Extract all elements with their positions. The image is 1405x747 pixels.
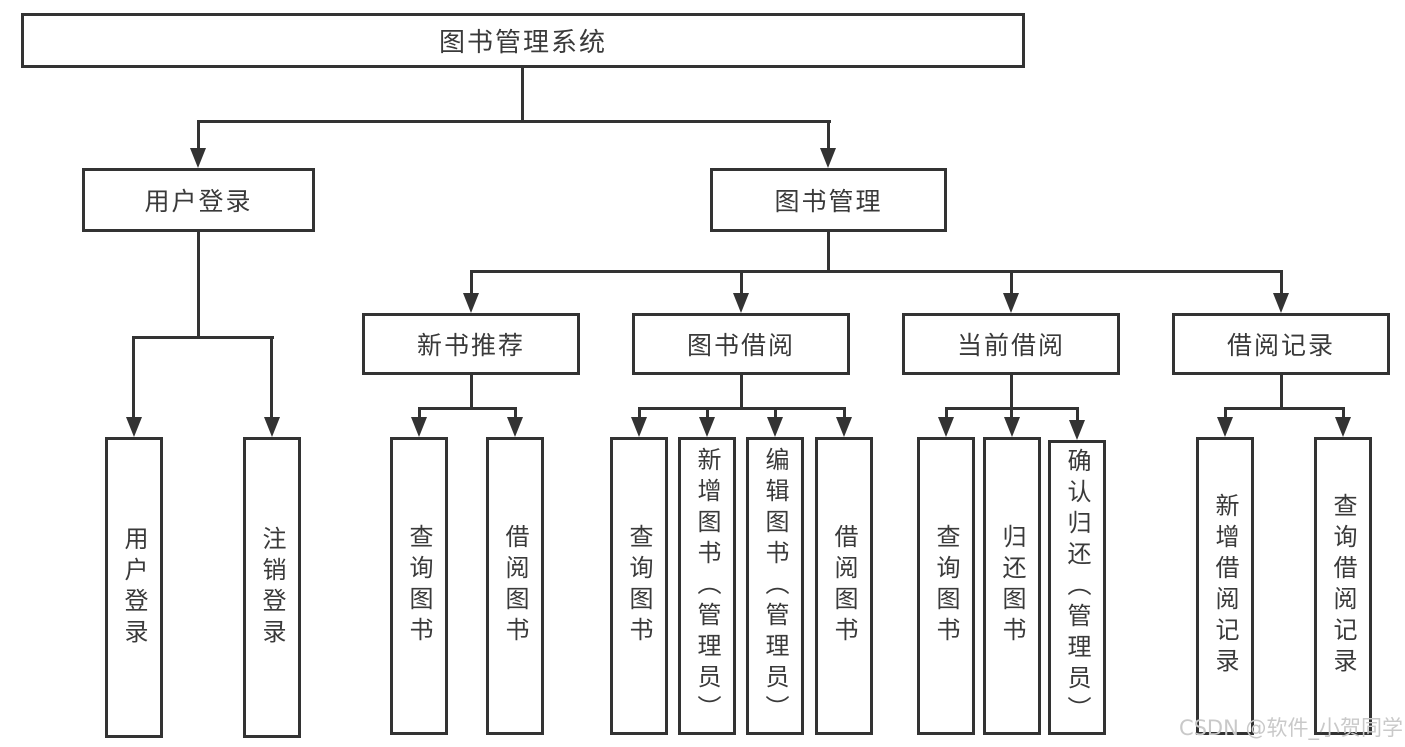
arrow-down-icon <box>1003 293 1019 313</box>
node-root-label: 图书管理系统 <box>438 28 607 58</box>
connector-line <box>1224 407 1344 410</box>
arrow-down-icon <box>1004 417 1020 437</box>
node-root: 图书管理系统 <box>21 13 1025 68</box>
leaf-cb-return-book-label: 归还图书 <box>998 524 1026 648</box>
node-borrow-record: 借阅记录 <box>1172 313 1390 375</box>
leaf-nb-query-book: 查询图书 <box>390 437 448 735</box>
connector-line <box>827 232 830 270</box>
connector-line <box>470 375 473 407</box>
connector-line <box>514 407 517 419</box>
node-borrow-record-label: 借阅记录 <box>1226 331 1335 360</box>
arrow-down-icon <box>1217 417 1233 437</box>
connector-line <box>470 270 473 295</box>
arrow-down-icon <box>631 417 647 437</box>
connector-line <box>132 336 135 419</box>
arrow-down-icon <box>938 417 954 437</box>
connector-line <box>1342 407 1345 419</box>
leaf-bb-borrow-book-label: 借阅图书 <box>830 524 858 648</box>
leaf-br-query-record: 查询借阅记录 <box>1314 437 1372 735</box>
leaf-bb-add-book-admin: 新增图书（管理员） <box>678 437 736 735</box>
leaf-nb-borrow-book-label: 借阅图书 <box>501 524 529 648</box>
arrow-down-icon <box>836 417 852 437</box>
leaf-cb-query-book: 查询图书 <box>917 437 975 735</box>
connector-line <box>270 336 273 419</box>
leaf-bb-add-book-admin-label: 新增图书（管理员） <box>693 446 721 726</box>
node-new-book-recommend: 新书推荐 <box>362 313 580 375</box>
leaf-bb-query-book: 查询图书 <box>610 437 668 735</box>
connector-line <box>1076 407 1079 422</box>
node-book-borrow: 图书借阅 <box>632 313 850 375</box>
arrow-down-icon <box>699 417 715 437</box>
leaf-user-login-label: 用户登录 <box>120 525 148 650</box>
leaf-bb-edit-book-admin: 编辑图书（管理员） <box>746 437 804 735</box>
connector-line <box>133 336 274 339</box>
node-book-management: 图书管理 <box>710 168 947 232</box>
arrow-down-icon <box>733 293 749 313</box>
connector-line <box>197 120 200 150</box>
node-book-management-label: 图书管理 <box>774 187 883 216</box>
arrow-down-icon <box>507 417 523 437</box>
arrow-down-icon <box>1069 420 1085 440</box>
connector-line <box>1280 270 1283 295</box>
watermark: CSDN @软件_小贺同学 <box>1178 716 1403 740</box>
arrow-down-icon <box>190 148 206 168</box>
arrow-down-icon <box>264 417 280 437</box>
connector-line <box>827 120 830 150</box>
node-user-login-label: 用户登录 <box>144 187 253 216</box>
node-current-borrow-label: 当前借阅 <box>956 331 1065 360</box>
leaf-cb-return-book: 归还图书 <box>983 437 1041 735</box>
arrow-down-icon <box>1273 293 1289 313</box>
leaf-cb-confirm-return-admin: 确认归还（管理员） <box>1048 440 1106 735</box>
leaf-bb-borrow-book: 借阅图书 <box>815 437 873 735</box>
connector-line <box>740 375 743 407</box>
arrow-down-icon <box>411 417 427 437</box>
connector-line <box>1010 375 1013 407</box>
node-current-borrow: 当前借阅 <box>902 313 1120 375</box>
leaf-cb-query-book-label: 查询图书 <box>932 524 960 648</box>
arrow-down-icon <box>767 417 783 437</box>
connector-line <box>638 407 846 410</box>
arrow-down-icon <box>1335 417 1351 437</box>
leaf-logout: 注销登录 <box>243 437 301 738</box>
leaf-nb-query-book-label: 查询图书 <box>405 524 433 648</box>
connector-line <box>1010 407 1013 419</box>
connector-line <box>638 407 641 419</box>
leaf-bb-edit-book-admin-label: 编辑图书（管理员） <box>761 446 789 726</box>
connector-line <box>706 407 709 419</box>
node-user-login: 用户登录 <box>82 168 315 232</box>
leaf-logout-label: 注销登录 <box>258 525 286 650</box>
leaf-bb-query-book-label: 查询图书 <box>625 524 653 648</box>
connector-line <box>521 68 524 120</box>
leaf-nb-borrow-book: 借阅图书 <box>486 437 544 735</box>
leaf-br-query-record-label: 查询借阅记录 <box>1329 493 1357 679</box>
arrow-down-icon <box>126 417 142 437</box>
arrow-down-icon <box>463 293 479 313</box>
connector-line <box>1010 270 1013 295</box>
connector-line <box>197 120 831 123</box>
connector-line <box>774 407 777 419</box>
connector-line <box>418 407 517 410</box>
connector-line <box>1280 375 1283 407</box>
connector-line <box>197 232 200 336</box>
leaf-br-add-record: 新增借阅记录 <box>1196 437 1254 735</box>
leaf-br-add-record-label: 新增借阅记录 <box>1211 493 1239 679</box>
connector-line <box>740 270 743 295</box>
connector-line <box>470 270 1283 273</box>
connector-line <box>945 407 948 419</box>
connector-line <box>1224 407 1227 419</box>
connector-line <box>418 407 421 419</box>
leaf-cb-confirm-return-admin-label: 确认归还（管理员） <box>1063 448 1091 727</box>
node-new-book-recommend-label: 新书推荐 <box>416 331 525 360</box>
leaf-user-login: 用户登录 <box>105 437 163 738</box>
arrow-down-icon <box>820 148 836 168</box>
connector-line <box>843 407 846 419</box>
node-book-borrow-label: 图书借阅 <box>686 331 795 360</box>
